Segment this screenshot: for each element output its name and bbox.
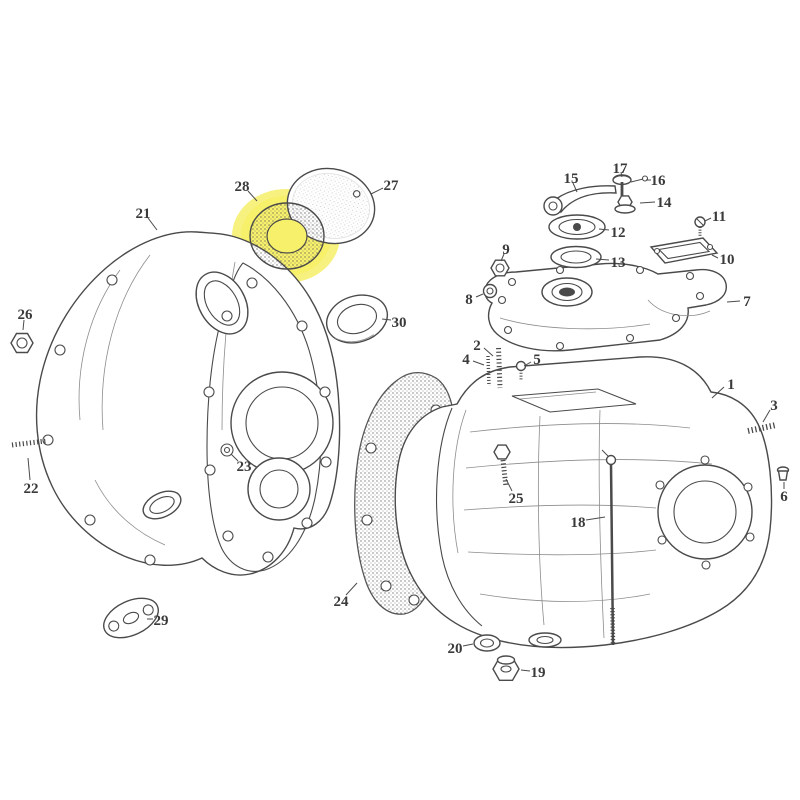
leader-line-24 [345,582,358,596]
leader-line-23 [230,453,239,462]
leader-line-21 [147,217,158,231]
part-label-5: 5 [533,352,541,368]
part-20-washer [473,634,501,652]
part-label-9: 9 [502,242,510,258]
part-label-6: 6 [780,489,788,505]
part-label-23: 23 [237,459,252,475]
leader-line-2 [483,347,494,357]
part-label-21: 21 [136,206,151,222]
part-28-shim-ring [249,202,325,270]
part-16-pin [630,175,649,183]
leader-line-19 [520,669,531,672]
leader-line-10 [711,254,719,259]
leader-line-17 [620,171,623,178]
part-7-top-cover [484,262,727,352]
part-label-29: 29 [154,613,169,629]
part-5-screw [515,360,527,381]
leader-line-5 [523,361,532,367]
part-label-10: 10 [720,252,735,268]
part-14-cap-base [614,195,636,214]
part-21-bell-housing [35,231,341,576]
part-label-11: 11 [712,209,726,225]
leader-line-27 [370,187,384,195]
part-label-26: 26 [18,307,34,323]
leader-line-8 [475,293,484,298]
part-3-stud [747,422,777,434]
part-29-flange [103,597,159,639]
part-23-bolt [220,443,234,457]
part-label-22: 22 [24,481,39,497]
part-1-gearbox-case [394,356,773,649]
leader-line-1 [711,386,725,399]
leader-line-13 [595,258,610,261]
part-6-screw [776,466,790,481]
part-label-14: 14 [657,195,673,211]
leader-line-30 [381,318,392,321]
part-label-17: 17 [613,161,629,177]
leader-line-11 [704,217,712,222]
leader-line-3 [762,409,771,423]
part-label-19: 19 [531,665,546,681]
part-18-rod [601,449,617,646]
part-11-screw [694,216,706,236]
part-label-13: 13 [611,255,626,271]
part-13-washer [550,245,602,269]
part-12-cover [548,214,606,240]
part-9-nut [490,259,510,277]
part-label-16: 16 [651,173,667,189]
leader-line-7 [726,300,741,303]
part-4-stud [486,355,491,387]
part-label-2: 2 [473,338,481,354]
part-label-18: 18 [571,515,586,531]
leader-line-18 [585,516,606,521]
leader-line-20 [462,643,474,647]
leader-line-4 [472,360,485,366]
part-label-27: 27 [384,178,400,194]
part-10-plate [649,237,719,264]
part-label-24: 24 [334,594,350,610]
part-2-stud [496,347,503,389]
part-25-bolt [493,444,511,488]
leader-line-15 [572,182,578,193]
part-label-25: 25 [509,491,524,507]
leader-line-26 [22,319,25,331]
leader-line-12 [598,228,610,231]
part-label-8: 8 [465,292,473,308]
part-15-lever [543,185,617,216]
leader-line-9 [500,253,505,262]
part-19-plug [492,655,520,681]
part-label-7: 7 [743,294,751,310]
leader-line-28 [247,190,258,202]
part-26-nut [10,332,34,354]
leader-line-22 [27,457,31,481]
part-label-30: 30 [392,315,407,331]
part-label-20: 20 [448,641,463,657]
part-label-28: 28 [235,179,250,195]
part-label-15: 15 [564,171,579,187]
part-label-12: 12 [611,225,626,241]
part-label-3: 3 [770,398,778,414]
part-30-ring [325,294,389,344]
part-label-4: 4 [462,352,470,368]
leader-line-25 [505,478,513,492]
part-8-washer [482,283,498,299]
leader-line-14 [639,201,656,204]
part-label-1: 1 [727,377,735,393]
